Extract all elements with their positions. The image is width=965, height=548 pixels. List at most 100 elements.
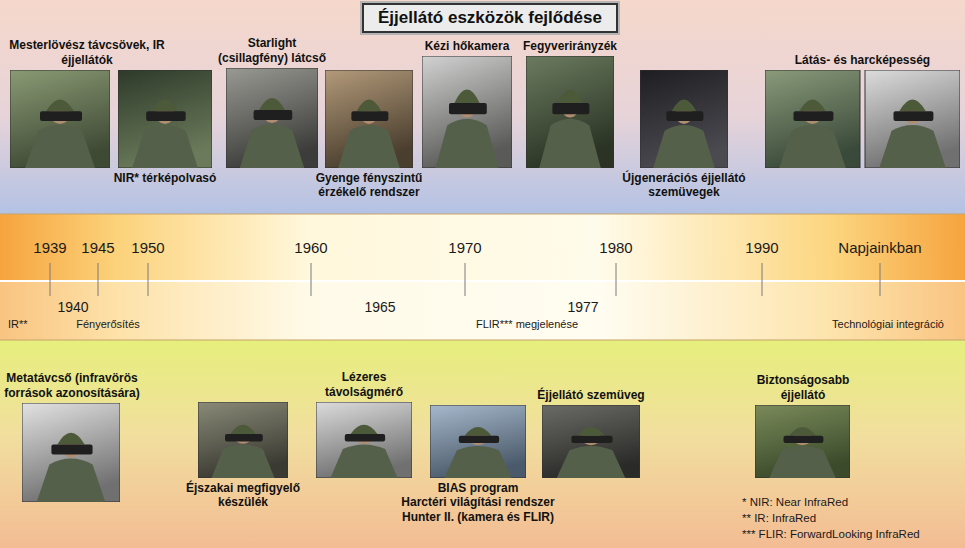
caption: Biztonságosabb éjjellátó bbox=[742, 373, 864, 402]
soldier-helmet bbox=[454, 90, 479, 103]
soldier-body bbox=[240, 124, 304, 168]
photo-illustration bbox=[542, 405, 640, 478]
photo-illustration bbox=[755, 405, 850, 478]
caption: Éjjellátó szemüveg bbox=[536, 388, 646, 402]
year-tick bbox=[148, 263, 149, 296]
photo-frame: Gyenge fényszintű érzékelő rendszer bbox=[325, 70, 413, 168]
footnote: *** FLIR: ForwardLooking InfraRed bbox=[742, 528, 920, 542]
year-label: 1970 bbox=[448, 239, 481, 257]
photo-illustration bbox=[422, 56, 512, 168]
year-label: 1965 bbox=[364, 299, 395, 316]
band-divider bbox=[0, 280, 965, 282]
photo-illustration bbox=[430, 405, 526, 478]
soldier-body bbox=[132, 125, 198, 168]
caption-text: Látás- és harcképesség bbox=[765, 53, 960, 67]
bottom-ground bbox=[0, 340, 965, 548]
photo-ground bbox=[118, 70, 212, 168]
era-label: Technológiai integráció bbox=[832, 318, 944, 331]
photo-frame: Biztonságosabb éjjellátó bbox=[755, 405, 850, 478]
caption-text: Mesterlövész távcsövek, IR éjjellátók bbox=[2, 38, 172, 67]
year-label: 1939 bbox=[33, 239, 66, 257]
caption: Gyenge fényszintű érzékelő rendszer bbox=[300, 171, 438, 200]
caption-text: Starlight (csillagfény) látcső bbox=[212, 36, 332, 65]
year-label: 1990 bbox=[745, 239, 778, 257]
title-text: Éjjellátó eszközök fejlődése bbox=[378, 8, 602, 28]
night-vision-device bbox=[571, 436, 612, 443]
caption: Éjszakai megfigyelő készülék bbox=[173, 481, 313, 510]
year-tick bbox=[311, 263, 312, 296]
caption: Fegyverirányzék bbox=[505, 39, 635, 53]
photo-illustration bbox=[640, 70, 728, 168]
soldier-body bbox=[338, 125, 400, 168]
night-vision-device bbox=[459, 436, 499, 443]
year-tick bbox=[616, 263, 617, 296]
night-vision-device bbox=[666, 111, 703, 121]
soldier-helmet bbox=[259, 98, 285, 110]
era-label: IR** bbox=[8, 318, 28, 331]
photo-illustration bbox=[10, 70, 110, 168]
band-edge bbox=[0, 214, 965, 215]
footnote: ** IR: InfraRed bbox=[742, 512, 816, 526]
soldier-body bbox=[779, 125, 846, 168]
soldier-helmet bbox=[57, 433, 84, 445]
soldier-body bbox=[653, 125, 715, 168]
caption-text: Éjjellátó szemüveg bbox=[536, 388, 646, 402]
night-vision-device bbox=[51, 445, 92, 455]
photo-illustration bbox=[316, 402, 412, 478]
soldier-body bbox=[539, 119, 601, 168]
year-label: 1950 bbox=[131, 239, 164, 257]
caption: NIR* térképolvasó bbox=[112, 171, 218, 185]
year-label: 1977 bbox=[567, 299, 598, 316]
night-vision-device bbox=[552, 103, 589, 114]
caption: Kézi hőkamera bbox=[412, 39, 522, 53]
photo-ground bbox=[755, 405, 850, 478]
photo-frame: NIR* térképolvasó bbox=[118, 70, 212, 168]
soldier-helmet bbox=[899, 99, 926, 111]
soldier-body bbox=[212, 445, 275, 478]
photo-frame: Újgenerációs éjjellátó szemüvegek bbox=[640, 70, 728, 168]
photo-ground bbox=[542, 405, 640, 478]
timeline-band bbox=[0, 214, 965, 340]
photo-ground bbox=[325, 70, 413, 168]
caption: Újgenerációs éjjellátó szemüvegek bbox=[608, 171, 760, 200]
year-label: 1940 bbox=[57, 299, 88, 316]
caption-text: BIAS program bbox=[383, 481, 573, 495]
soldier-helmet bbox=[789, 427, 816, 436]
year-tick bbox=[762, 263, 763, 296]
night-vision-device bbox=[254, 110, 293, 120]
soldier-body bbox=[769, 446, 836, 478]
photo-illustration bbox=[226, 68, 318, 168]
caption-text: Fegyverirányzék bbox=[505, 39, 635, 53]
caption: Lézeres távolságmérő bbox=[304, 370, 424, 399]
night-vision-device bbox=[225, 434, 263, 442]
caption-text: Lézeres távolságmérő bbox=[304, 370, 424, 399]
night-vision-device bbox=[146, 111, 185, 121]
soldier-body bbox=[37, 458, 106, 502]
photo-ground bbox=[198, 402, 288, 478]
caption-text: Éjszakai megfigyelő készülék bbox=[173, 481, 313, 510]
night-vision-device bbox=[894, 111, 934, 121]
caption-text: Biztonságosabb éjjellátó bbox=[742, 373, 864, 402]
photo-ground bbox=[226, 68, 318, 168]
top-ground bbox=[0, 0, 965, 214]
year-tick bbox=[98, 263, 99, 296]
soldier-helmet bbox=[230, 425, 255, 434]
era-label: Fényerősítés bbox=[76, 318, 140, 331]
band-edge bbox=[0, 340, 965, 341]
soldier-body bbox=[436, 119, 499, 168]
night-vision-device bbox=[449, 103, 487, 114]
year-tick bbox=[50, 263, 51, 296]
caption-text: NIR* térképolvasó bbox=[112, 171, 218, 185]
year-label: 1960 bbox=[294, 239, 327, 257]
photo-ground bbox=[422, 56, 512, 168]
caption: Metatávcső (infravörös források azonosít… bbox=[2, 371, 142, 400]
photo-illustration bbox=[118, 70, 212, 168]
photo-frame: Kézi hőkamera bbox=[422, 56, 512, 168]
photo-frame: Éjszakai megfigyelő készülék bbox=[198, 402, 288, 478]
caption-text: Gyenge fényszintű érzékelő rendszer bbox=[300, 171, 438, 200]
night-vision-device bbox=[351, 111, 388, 121]
photo-illustration bbox=[765, 70, 960, 168]
night-vision-device bbox=[784, 436, 824, 443]
soldier-helmet bbox=[672, 99, 697, 111]
caption: BIAS programHarctéri világítási rendszer… bbox=[383, 481, 573, 524]
